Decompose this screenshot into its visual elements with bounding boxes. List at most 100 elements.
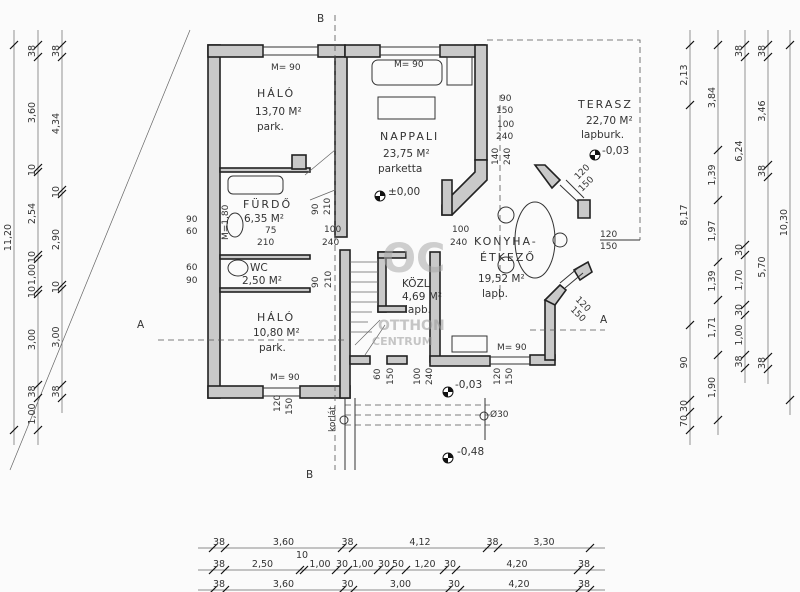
dim-bottom-row1-label: 38	[213, 537, 225, 548]
dim-left-col3-label: 38	[51, 45, 62, 57]
opening-size-label: 150	[600, 242, 617, 252]
opening-size-label: 90	[186, 215, 198, 225]
room-name-2: ÉTKEZŐ	[480, 250, 536, 264]
opening-size-label: 100	[497, 120, 514, 130]
column-left-icon	[339, 415, 349, 425]
dim-left-col2-tick	[33, 289, 43, 299]
opening-size-label: 150	[285, 398, 295, 415]
dim-right-col1-tick	[685, 407, 695, 417]
dim-bottom-row2-label: 30	[378, 559, 390, 570]
opening-size-label: 210	[323, 198, 333, 215]
dim-left-col2-label: 10	[27, 164, 38, 176]
dim-left-col2-label: 1,00	[27, 403, 38, 424]
dim-left-col2-label: 10	[27, 286, 38, 298]
room-floor: park.	[259, 342, 286, 354]
dim-right-col4-label: 38	[757, 357, 768, 369]
opening-size-label: 150	[505, 368, 515, 385]
column-diameter-label: Ø30	[490, 409, 509, 420]
dim-right-col2-label: 1,39	[707, 270, 718, 291]
dim-right-col3-tick	[740, 240, 750, 250]
room-floor: lapb.	[405, 304, 431, 316]
dim-right-col2-label: 1,39	[707, 164, 718, 185]
dim-right-col2-label: 3,84	[707, 87, 718, 108]
dim-bottom-row1-tick	[208, 543, 218, 553]
room-halo-2: HÁLÓ 10,80 M² park.	[253, 311, 300, 354]
room-name: HÁLÓ	[257, 87, 295, 100]
room-terasz: TERASZ 22,70 M² lapburk.	[577, 98, 633, 141]
dim-bottom-row3-tick	[587, 585, 595, 592]
dim-right-col3-tick	[740, 52, 750, 62]
level-value: -0,48	[457, 446, 484, 458]
room-area: 13,70 M²	[255, 106, 302, 118]
section-b-bottom-label: B	[306, 469, 313, 481]
dim-left-col2-label: 38	[27, 45, 38, 57]
dim-right-col4-tick	[763, 160, 773, 170]
room-name: KONYHA-	[474, 235, 538, 248]
section-b-top-label: B	[317, 13, 324, 25]
dim-bottom-row2-tick	[299, 565, 309, 575]
opening-size-label: 240	[503, 148, 513, 165]
dim-bottom-row2-label: 1,20	[414, 559, 435, 570]
section-lines	[158, 15, 605, 470]
dim-bottom-row2-tick	[573, 565, 583, 575]
dim-bottom-row2-label: 30	[336, 559, 348, 570]
dim-bottom-row2-label: 50	[392, 559, 404, 570]
room-area: 19,52 M²	[478, 273, 525, 285]
opening-size-label: 140	[491, 148, 501, 165]
dim-right-col2-label: 1,97	[707, 220, 718, 241]
dim-bottom-row3-label: 3,60	[273, 579, 294, 590]
dim-left-col3-label: 38	[51, 385, 62, 397]
dim-left-col2-tick	[33, 250, 43, 260]
dim-bottom-row2-tick	[343, 565, 353, 575]
opening-size-label: 100	[324, 225, 341, 235]
room-konyha-etkezo: KONYHA- ÉTKEZŐ 19,52 M² lapb.	[474, 235, 538, 300]
column-right-icon	[479, 411, 489, 421]
dim-left-col3-tick	[57, 185, 67, 195]
dim-left-col3-tick	[57, 380, 67, 390]
dim-bottom-row1-tick	[220, 543, 230, 553]
opening-size-label: 90	[311, 276, 321, 288]
room-name: HÁLÓ	[257, 311, 295, 324]
terrace-outline	[487, 39, 641, 300]
opening-size-label: 120	[273, 395, 283, 412]
dim-bottom-row2-label: 30	[444, 559, 456, 570]
dim-bottom-row1-label: 3,60	[273, 537, 294, 548]
dim-left-col2-tick	[33, 425, 43, 435]
dim-bottom-row1-label: 3,30	[533, 537, 554, 548]
watermark-logo: OC	[382, 236, 445, 282]
dim-left-col2-label: 38	[27, 385, 38, 397]
room-name: FÜRDŐ	[243, 197, 292, 211]
dim-right-col4-label: 5,70	[757, 256, 768, 277]
dim-right-col2-label: 1,71	[707, 317, 718, 338]
room-area: 22,70 M²	[586, 115, 633, 127]
dim-right-col3-tick	[740, 310, 750, 320]
dim-left-col3-tick	[57, 40, 67, 50]
dim-bottom-row2-tick	[401, 565, 411, 575]
dim-bottom-row1-label: 38	[486, 537, 498, 548]
dim-right-col4-tick	[763, 352, 773, 362]
dim-right-col1-tick	[685, 395, 695, 405]
dim-right-col1-label: 30	[679, 400, 690, 412]
dim-bottom-row3-label: 38	[213, 579, 225, 590]
opening-size-label: 90	[186, 276, 198, 286]
dim-bottom-row2-tick	[451, 565, 461, 575]
dim-right-col2-tick	[713, 145, 723, 155]
otthon-centrum-watermark: OC OTTHON CENTRUM	[372, 236, 445, 348]
dim-right-col2-tick	[713, 195, 723, 205]
dim-right-col1-label: 90	[679, 356, 690, 368]
dim-bottom-row1-tick	[493, 543, 503, 553]
dim-left-col3-label: 2,90	[51, 229, 62, 250]
dim-left-col2-tick	[33, 52, 43, 62]
dim-bottom-row3-label: 3,00	[390, 579, 411, 590]
dim-left-col3-tick	[57, 284, 67, 294]
opening-size-label: 210	[324, 271, 334, 288]
dim-bottom-row2-tick	[439, 565, 449, 575]
dim-bottom-row2-label: 1,00	[309, 559, 330, 570]
dim-right-col1-label: 8,17	[679, 204, 690, 225]
dim-bottom-row1-label: 4,12	[409, 537, 430, 548]
door-width-label: M=1,80	[221, 204, 231, 240]
dim-bottom-row2-label: 38	[578, 559, 590, 570]
opening-size-label: 60	[186, 263, 198, 273]
dim-right-col3-tick	[740, 350, 750, 360]
